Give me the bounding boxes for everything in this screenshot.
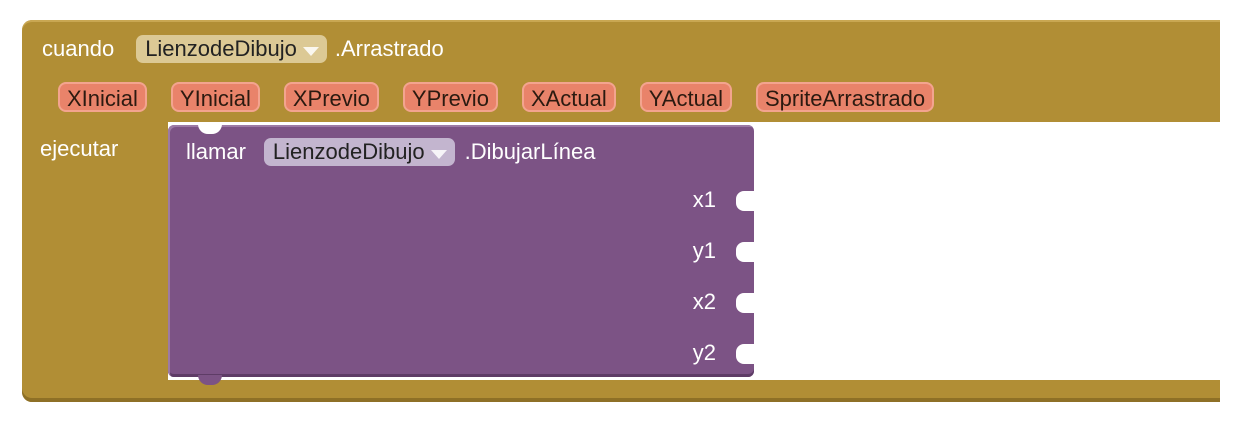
event-parameters: XInicial YInicial XPrevio YPrevio XActua… [58, 82, 958, 112]
param-xprevio[interactable]: XPrevio [283, 82, 379, 112]
param-xactual[interactable]: XActual [521, 82, 616, 112]
param-yprevio[interactable]: YPrevio [402, 82, 498, 112]
input-socket-y1[interactable] [736, 242, 754, 262]
arg-label-x2: x2 [692, 289, 716, 314]
input-socket-x2[interactable] [736, 293, 754, 313]
param-spritearrastrado[interactable]: SpriteArrastrado [755, 82, 935, 112]
method-name: .DibujarLínea [464, 139, 596, 164]
param-yactual[interactable]: YActual [639, 82, 732, 112]
event-component-dropdown[interactable]: LienzodeDibujo [136, 35, 327, 63]
event-header: cuando LienzodeDibujo .Arrastrado [42, 34, 444, 64]
block-top-notch [198, 124, 222, 134]
call-keyword: llamar [186, 139, 246, 164]
param-yinicial[interactable]: YInicial [170, 82, 260, 112]
block-bottom-tab [198, 375, 222, 385]
arg-label-y1: y1 [692, 238, 716, 263]
do-label: ejecutar [40, 136, 119, 161]
call-component-label: LienzodeDibujo [272, 139, 425, 164]
chevron-down-icon [302, 46, 319, 56]
input-socket-y2[interactable] [736, 344, 754, 364]
event-name: .Arrastrado [334, 36, 444, 61]
call-component-dropdown[interactable]: LienzodeDibujo [263, 138, 455, 166]
arg-label-y2: y2 [692, 340, 716, 365]
event-component-label: LienzodeDibujo [145, 36, 297, 61]
chevron-down-icon [430, 149, 447, 159]
call-header: llamar LienzodeDibujo .DibujarLínea [186, 137, 595, 167]
input-socket-x1[interactable] [736, 191, 754, 211]
arg-label-x1: x1 [692, 187, 716, 212]
event-keyword: cuando [42, 36, 115, 61]
param-xinicial[interactable]: XInicial [58, 82, 147, 112]
method-call-block[interactable]: llamar LienzodeDibujo .DibujarLínea x1 y… [168, 124, 754, 385]
